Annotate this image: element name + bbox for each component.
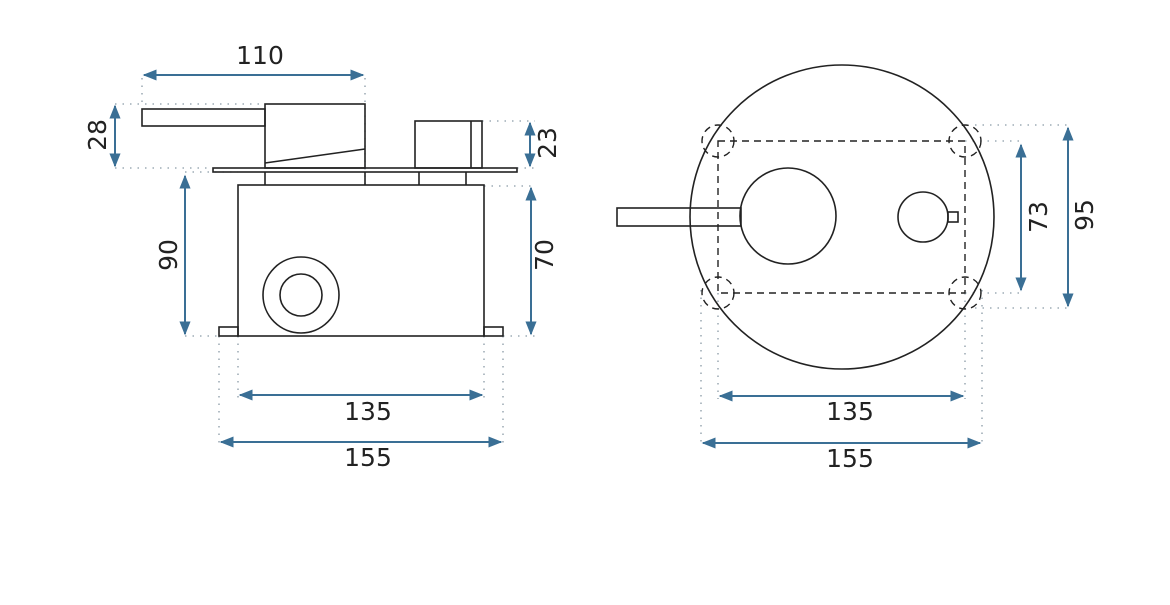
dim-155-label: 155 <box>826 444 874 473</box>
connectors <box>264 172 467 185</box>
dim-73-label: 73 <box>1024 201 1053 233</box>
lever-handle-front <box>616 207 742 227</box>
extension-lines <box>700 124 1072 446</box>
cover-plate-circle <box>689 64 995 370</box>
cover-plate <box>212 167 518 173</box>
dim-28-label: 28 <box>83 119 112 151</box>
box-outline-hidden <box>717 140 966 294</box>
dim-110-label: 110 <box>236 41 284 70</box>
outlet-outer <box>262 256 340 334</box>
dim-90-label: 90 <box>154 239 183 271</box>
front-view: 73 95 135 155 <box>616 64 1099 473</box>
lever-handle <box>141 108 266 127</box>
mixer-body <box>264 103 366 169</box>
side-view: 110 28 23 90 70 135 155 <box>83 41 562 472</box>
diverter-tab <box>947 211 959 223</box>
right-foot <box>483 326 504 337</box>
body-bevel <box>264 148 366 164</box>
dim-155-label: 155 <box>344 443 392 472</box>
dim-70-label: 70 <box>530 239 559 271</box>
diverter-knob-front <box>897 191 949 243</box>
corner-screws-hidden <box>701 124 982 310</box>
outlet-inner <box>279 273 323 317</box>
dim-135-label: 135 <box>344 397 392 426</box>
dim-95-label: 95 <box>1070 199 1099 231</box>
dim-23-label: 23 <box>533 127 562 159</box>
dim-135-label: 135 <box>826 397 874 426</box>
left-foot <box>218 326 239 337</box>
diverter-knob <box>414 120 483 169</box>
main-knob <box>739 167 837 265</box>
installation-box <box>237 184 485 337</box>
